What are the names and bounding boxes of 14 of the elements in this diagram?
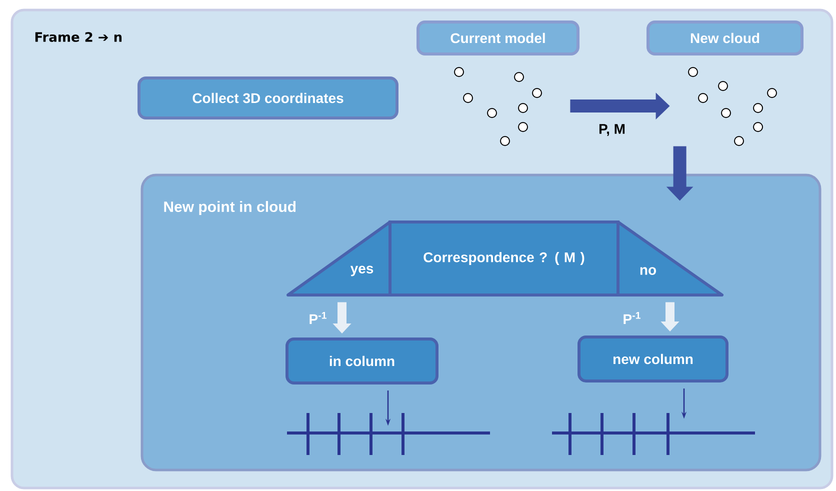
- process-box: in column: [286, 338, 438, 384]
- edge-label: P$^{-1}$: [624, 312, 640, 324]
- edge-label: P, M: [599, 124, 625, 136]
- process-box: Collect 3D coordinates: [138, 76, 398, 120]
- branch-triangle: no: [616, 220, 724, 296]
- column-scale-drawing: [287, 413, 490, 455]
- branch-triangle: yes: [286, 220, 392, 296]
- process-box: Current model: [416, 20, 580, 56]
- process-box: New cloud: [646, 20, 804, 56]
- column-scale-drawing: [552, 413, 755, 455]
- process-box: new column: [578, 336, 728, 382]
- point-cloud-drawing: [688, 67, 777, 146]
- edge-label: P$^{-1}$: [310, 312, 326, 324]
- point-cloud-drawing: [454, 67, 542, 146]
